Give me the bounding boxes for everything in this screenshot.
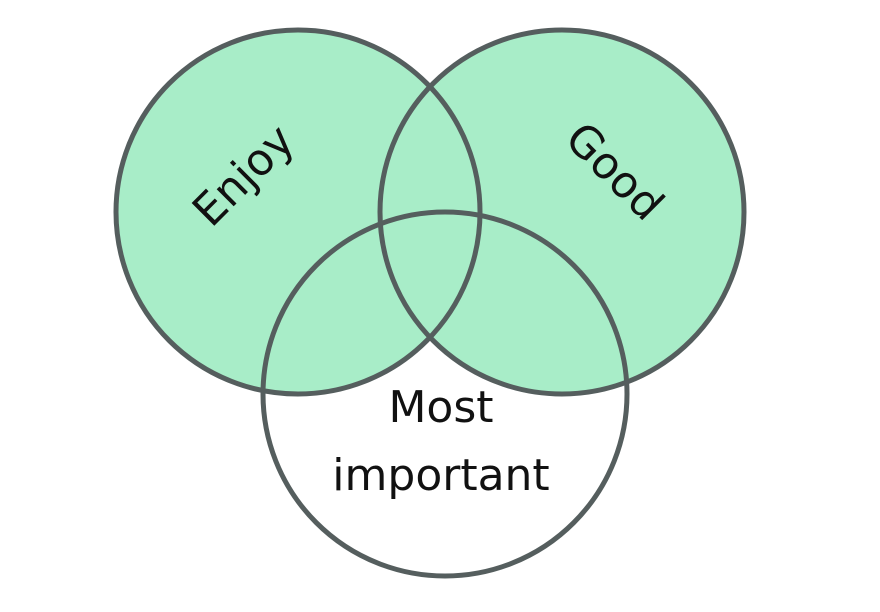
most-important-circle [260,209,630,579]
most-important-label-line1: Most [388,382,493,433]
enjoy-circle [113,27,483,397]
good-circle [377,27,747,397]
most-important-label-line2: important [332,450,549,501]
enjoy-circle-fill [116,30,480,394]
good-circle-fill [380,30,744,394]
